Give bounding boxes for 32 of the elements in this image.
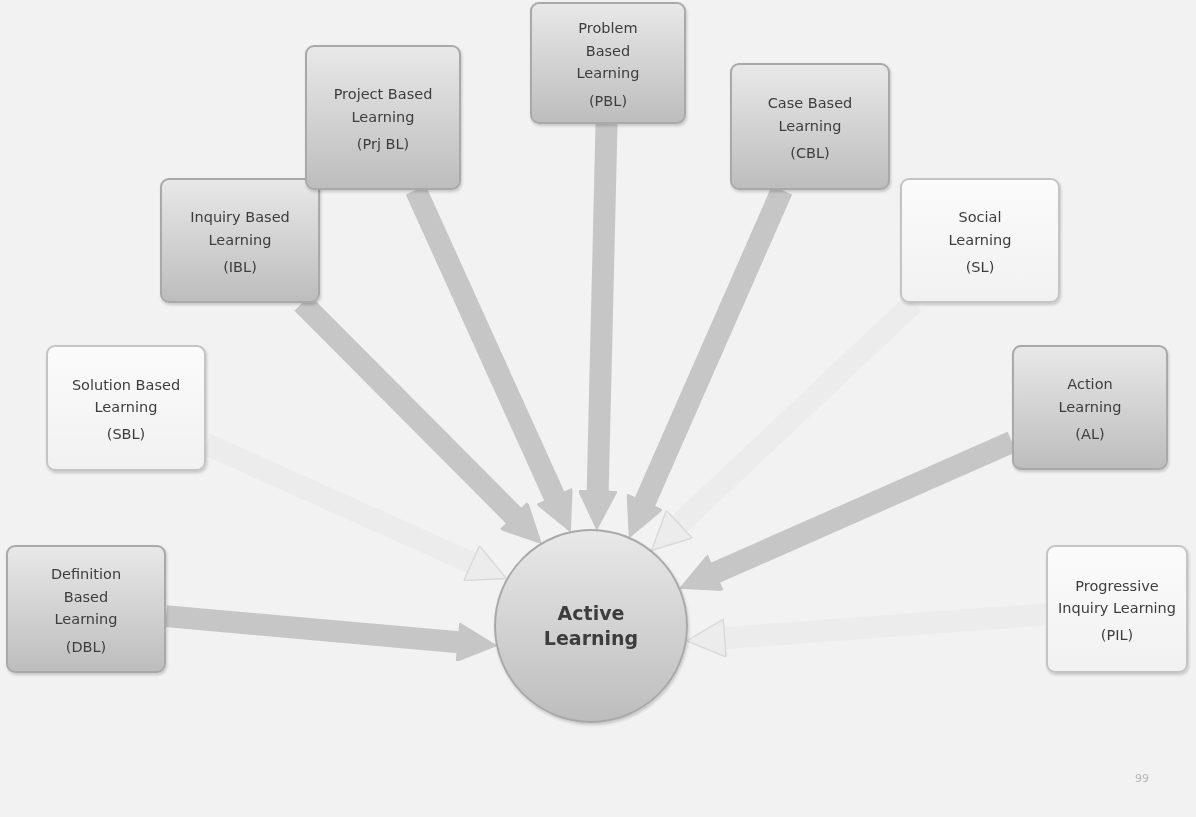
concept-box — [1012, 345, 1168, 470]
concept-name: Progressive Inquiry Learning — [1057, 576, 1177, 618]
concept-name: Project Based Learning — [332, 85, 434, 127]
concept-name: Case Based Learning — [766, 94, 854, 136]
concept-box — [160, 178, 320, 303]
abbreviation: (AL) — [1075, 425, 1105, 442]
abbreviation: (Prj BL) — [356, 135, 410, 152]
abbreviation: (PIL) — [1100, 627, 1134, 644]
abbreviation: (SL) — [965, 258, 995, 275]
concept-name: Inquiry Based Learning — [189, 208, 291, 250]
concept-name: Solution Based Learning — [70, 375, 182, 417]
block-arrow — [165, 605, 497, 662]
abbreviation: (CBL) — [790, 144, 830, 161]
concept-name: Problem Based Learning — [575, 19, 641, 84]
concept-box — [730, 63, 890, 190]
concept-name: Action Learning — [1057, 375, 1123, 417]
concept-box — [305, 45, 461, 190]
abbreviation: (IBL) — [223, 258, 257, 275]
block-arrow — [577, 123, 618, 530]
abbreviation: (SBL) — [106, 426, 146, 443]
concept-box — [530, 2, 686, 124]
block-arrow — [686, 603, 1047, 658]
concept-name: Definition Based Learning — [49, 565, 123, 630]
concept-box — [6, 545, 166, 673]
abbreviation: (DBL) — [65, 638, 107, 655]
concept-box — [1046, 545, 1188, 673]
concept-name: Active Learning — [542, 601, 640, 651]
abbreviation: (PBL) — [588, 92, 628, 109]
page-number: 99 — [1135, 772, 1149, 785]
concept-name: Social Learning — [947, 208, 1013, 250]
concept-box — [900, 178, 1060, 303]
concept-box — [46, 345, 206, 471]
